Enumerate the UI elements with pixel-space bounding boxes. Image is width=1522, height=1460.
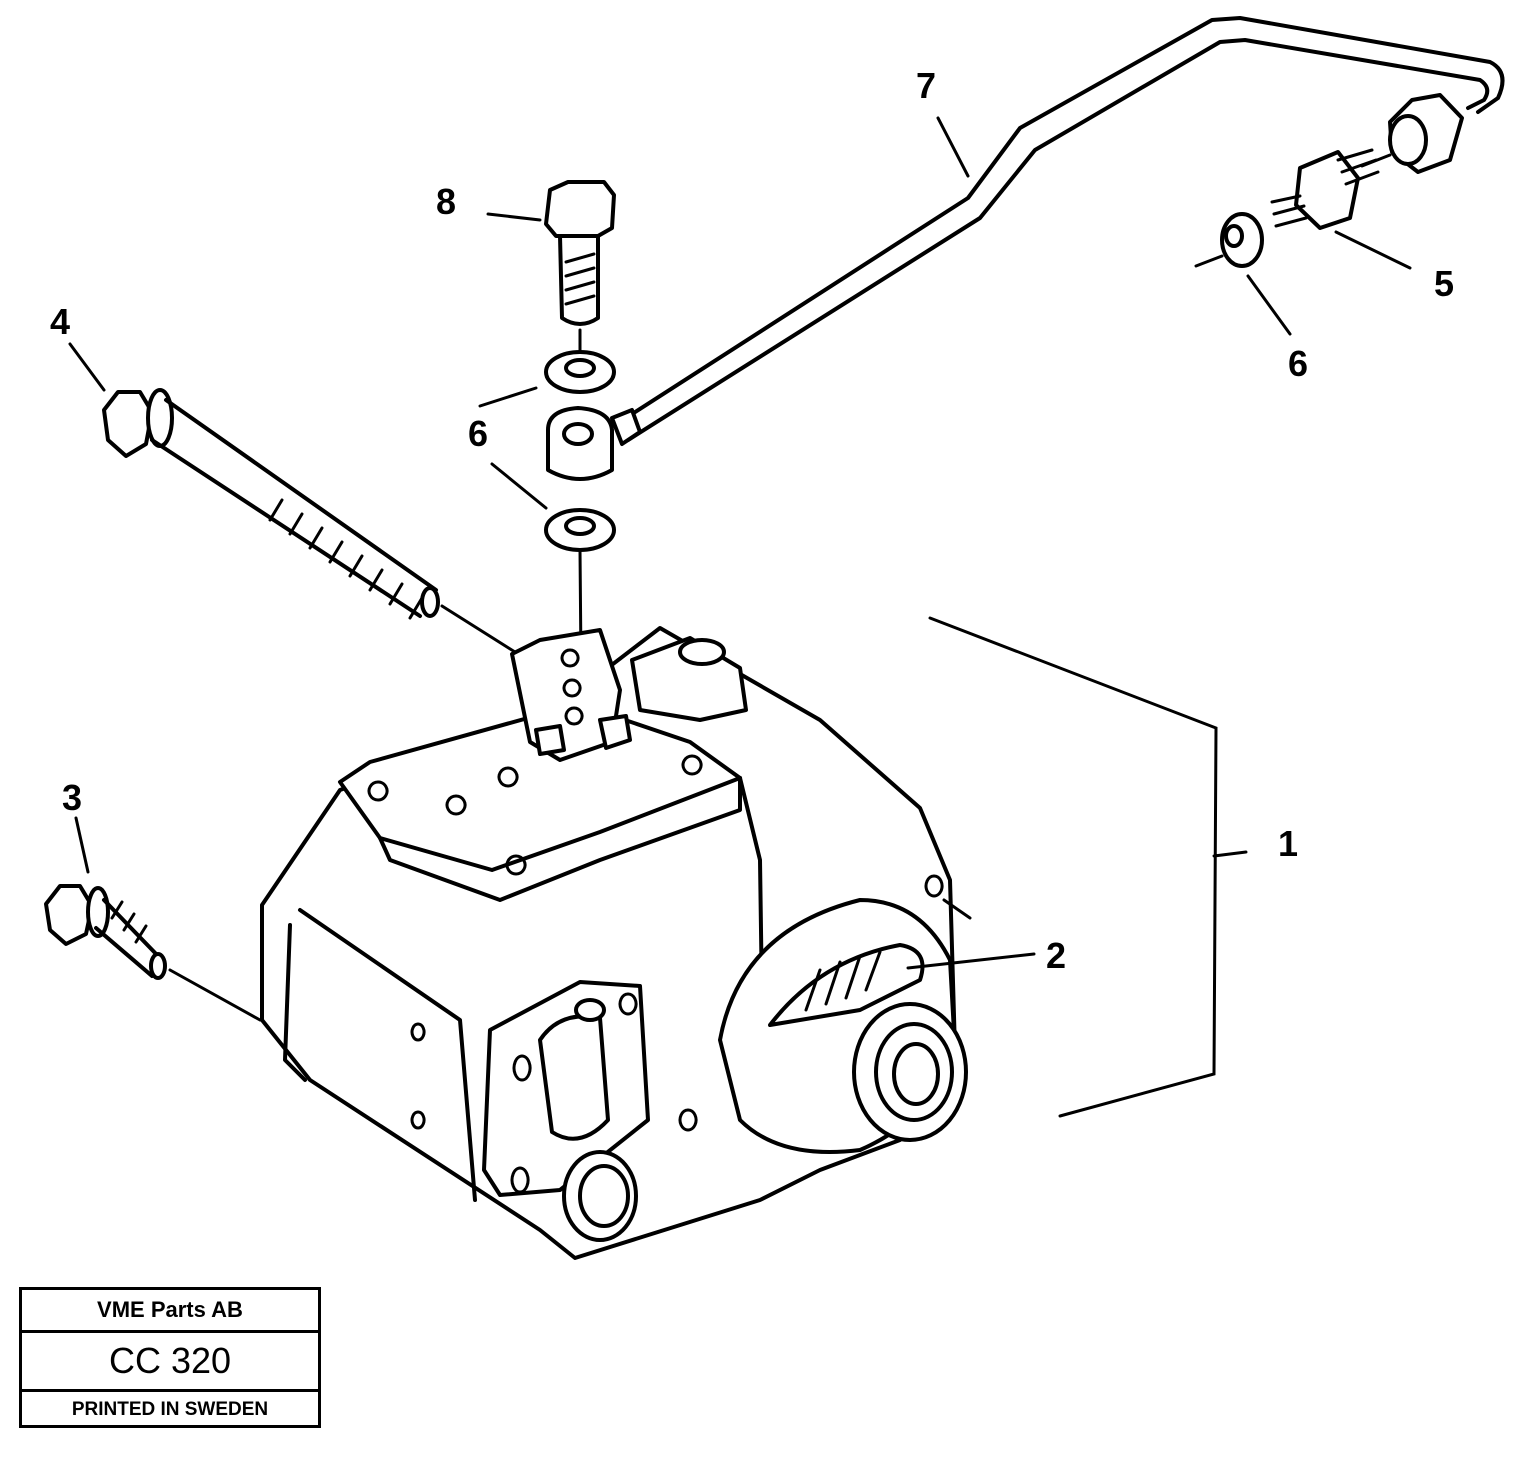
banjo-fitting (546, 406, 614, 481)
diagram-code: CC 320 (22, 1333, 318, 1392)
callout-5: 5 (1434, 263, 1454, 304)
printed-note: PRINTED IN SWEDEN (71, 1399, 269, 1420)
banjo-bolt-part-8 (544, 180, 616, 362)
callout-1: 1 (1278, 823, 1298, 864)
callout-3: 3 (62, 777, 82, 818)
pump-housing-part-1 (260, 626, 968, 1260)
long-bolt-part-4 (102, 388, 517, 654)
company-name: VME Parts AB (22, 1290, 318, 1333)
washer-upper-part-6 (544, 350, 616, 394)
title-block: VME Parts AB CC 320 PRINTED IN SWEDEN (19, 1287, 321, 1428)
leader-lines (68, 116, 1412, 1118)
callout-4: 4 (50, 301, 70, 342)
pipe-part-7 (610, 16, 1505, 446)
callout-6-left: 6 (468, 413, 488, 454)
callout-8: 8 (436, 181, 456, 222)
callout-2: 2 (1046, 935, 1066, 976)
callout-labels: 1 2 3 4 5 6 6 7 8 (50, 65, 1454, 976)
callout-6-right: 6 (1288, 343, 1308, 384)
union-part-5 (1194, 93, 1464, 268)
callout-7: 7 (916, 65, 936, 106)
washer-lower-part-6 (544, 508, 616, 552)
short-bolt-part-3 (44, 884, 262, 1022)
